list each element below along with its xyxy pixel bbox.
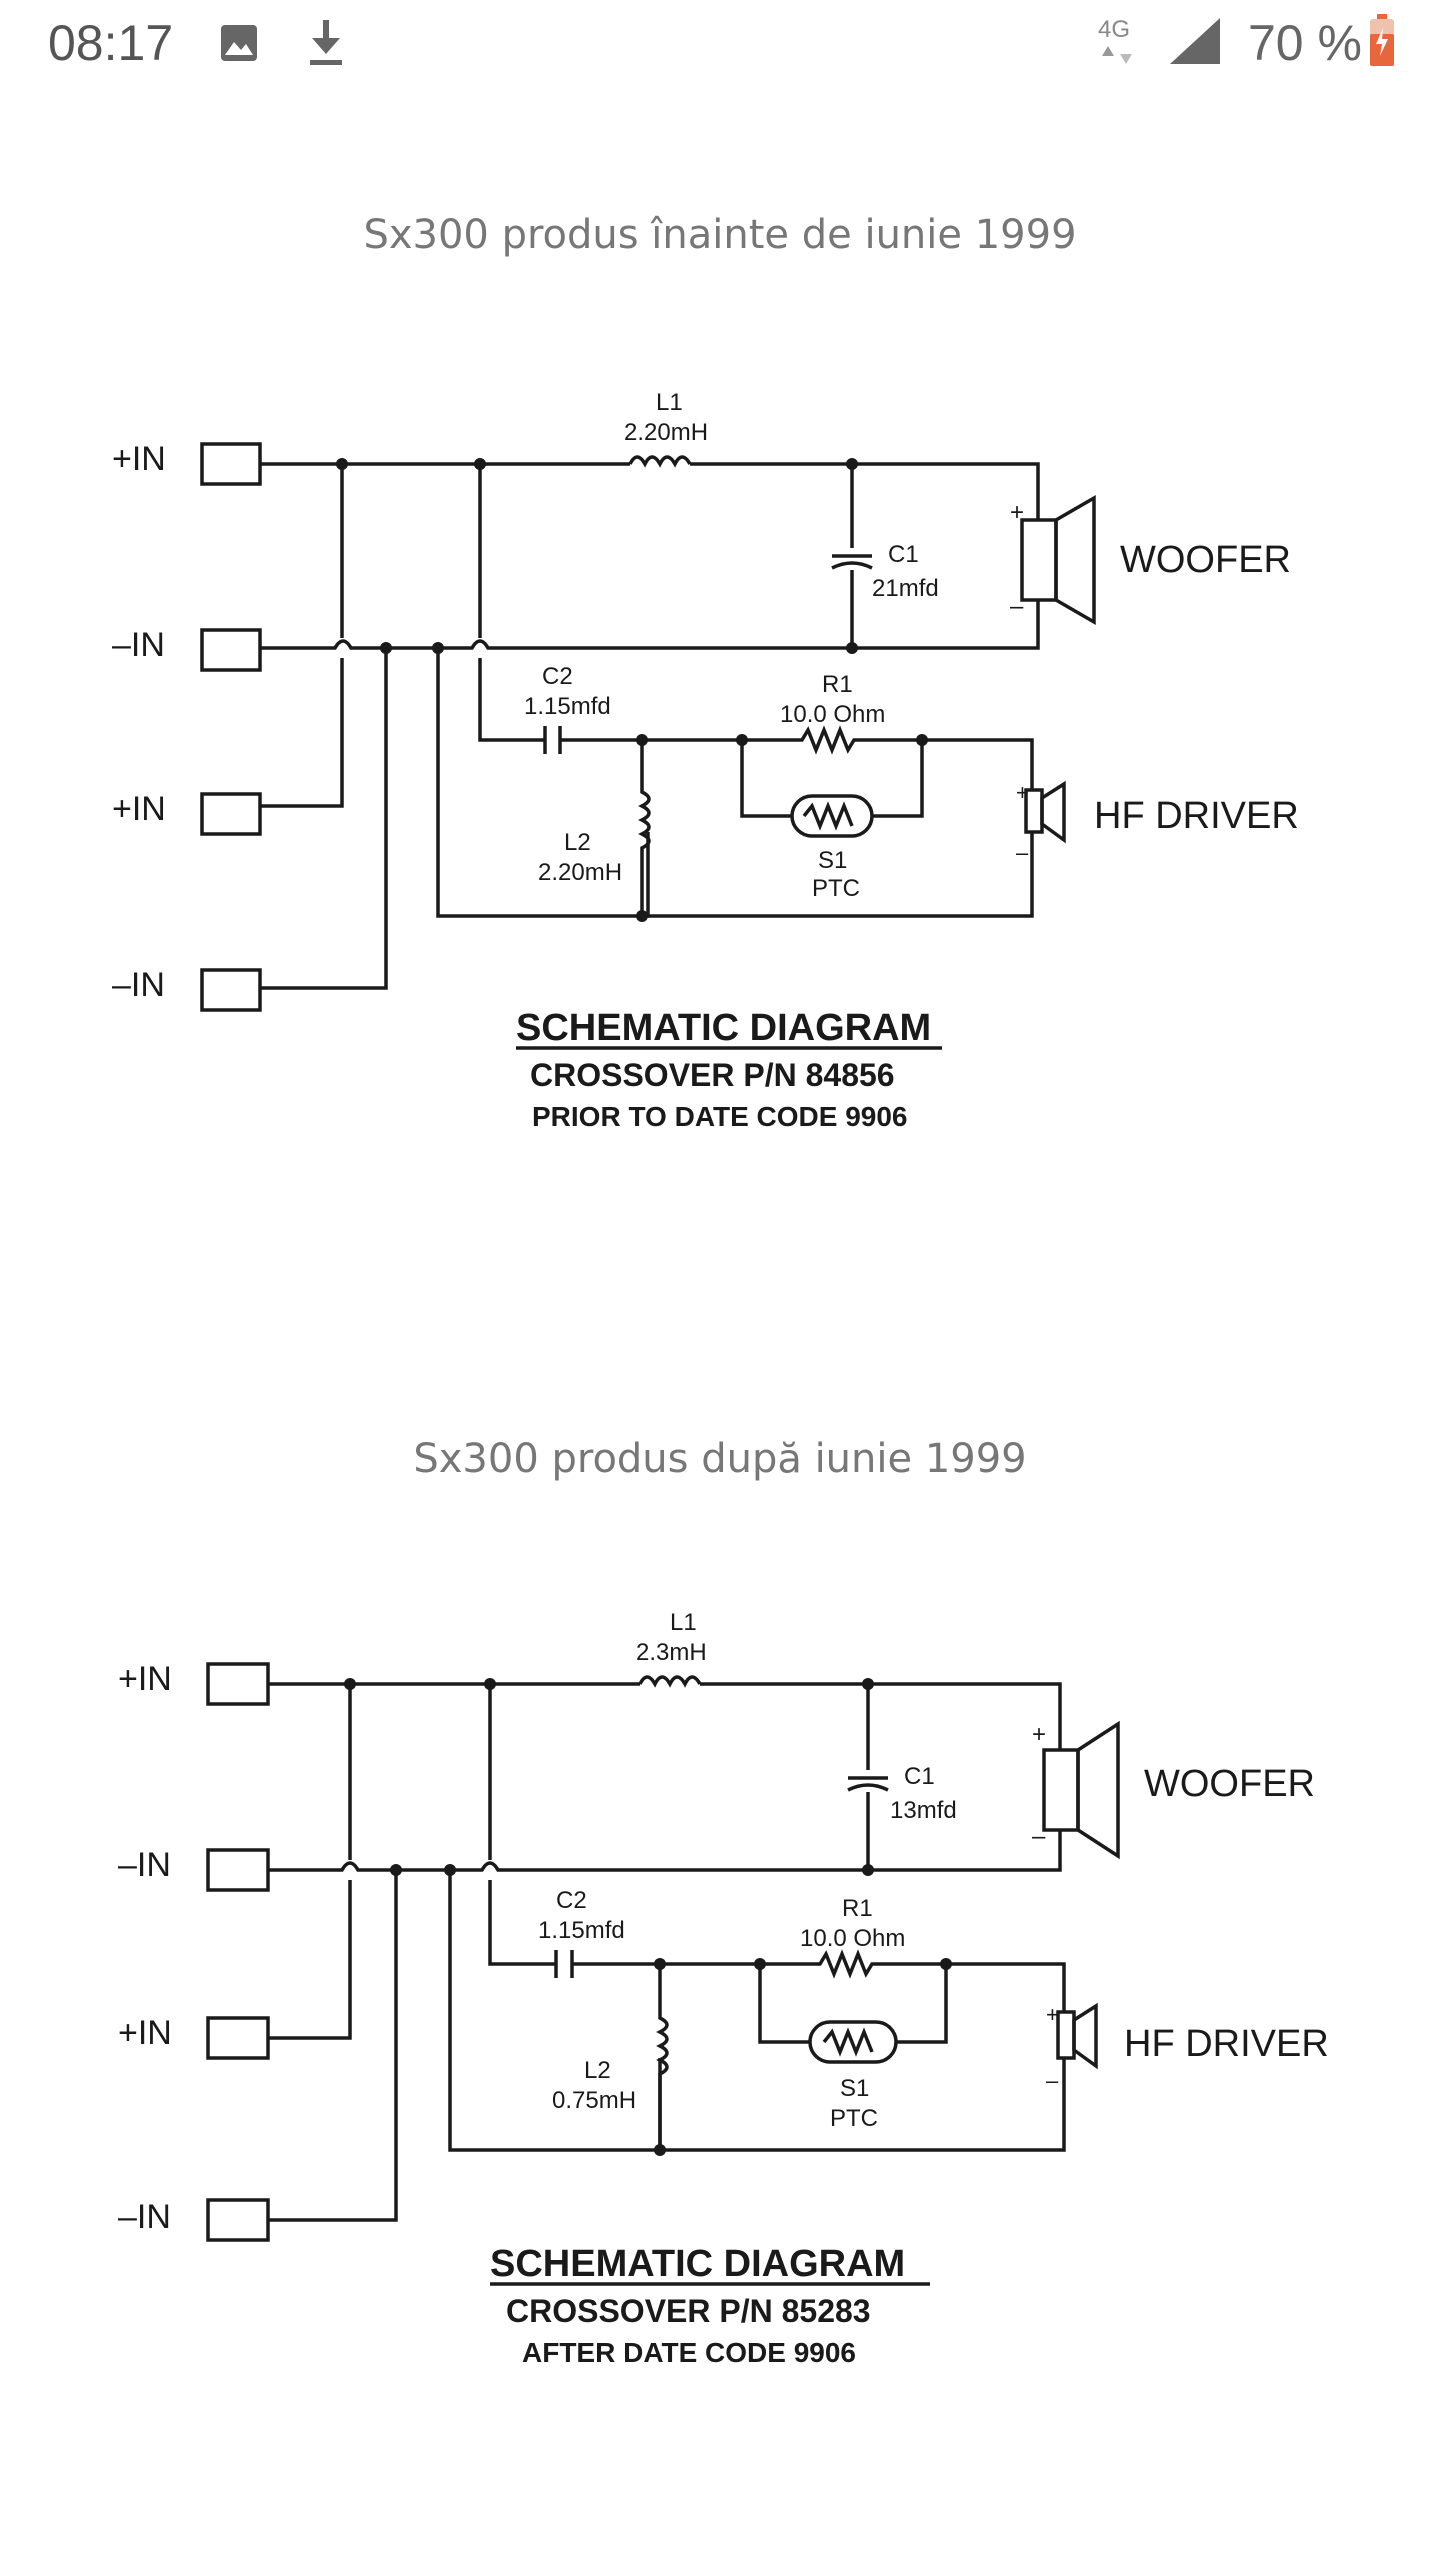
r1-name: R1 (822, 671, 853, 698)
inductor-l1 (638, 1675, 702, 1688)
s1-value: PTC (812, 875, 860, 902)
c2-name: C2 (556, 1887, 587, 1914)
caption-date-code: PRIOR TO DATE CODE 9906 (532, 1101, 908, 1132)
c1-value: 13mfd (890, 1797, 957, 1824)
image-icon (221, 25, 257, 61)
l2-name: L2 (584, 2057, 611, 2084)
network-4g-icon: 4G (1098, 16, 1138, 72)
minus-sign: – (1046, 2068, 1059, 2093)
battery-percent: 70 % (1248, 15, 1362, 71)
hf-driver-label: HF DRIVER (1124, 2023, 1329, 2065)
caption-title: SCHEMATIC DIAGRAM (516, 1007, 931, 1049)
hf-driver-speaker: + – HF DRIVER (648, 780, 1299, 918)
l2-value: 2.20mH (538, 859, 622, 886)
input-terminals: +IN –IN +IN –IN (118, 1660, 270, 2242)
woofer-speaker: + – WOOFER (1010, 494, 1291, 626)
r1-name: R1 (842, 1895, 873, 1922)
input-label: +IN (118, 2014, 172, 2052)
woofer-label: WOOFER (1144, 1763, 1315, 1805)
minus-sign: – (1010, 593, 1024, 620)
woofer-label: WOOFER (1120, 539, 1291, 581)
minus-sign: – (1016, 840, 1029, 865)
r1-value: 10.0 Ohm (800, 1925, 905, 1952)
battery-charging-icon (1370, 14, 1394, 66)
caption-title: SCHEMATIC DIAGRAM (490, 2243, 905, 2285)
input-label: –IN (118, 2198, 171, 2236)
c2-name: C2 (542, 663, 573, 690)
input-label: –IN (118, 1846, 171, 1884)
l1-value: 2.3mH (636, 1639, 707, 1666)
signal-icon (1170, 18, 1220, 64)
caption-part-number: CROSSOVER P/N 85283 (506, 2293, 871, 2329)
plus-sign: + (1032, 1721, 1046, 1748)
schematic-diagram-1: +IN –IN +IN –IN L1 2.20mH C1 21mfd + – W… (112, 389, 1299, 1132)
download-icon (310, 20, 342, 65)
plus-sign: + (1016, 780, 1029, 805)
hf-driver-label: HF DRIVER (1094, 795, 1299, 837)
l1-name: L1 (656, 389, 683, 416)
s1-value: PTC (830, 2105, 878, 2132)
network-label: 4G (1098, 16, 1131, 43)
hf-driver-speaker: + – HF DRIVER (660, 2002, 1329, 2152)
diagram-1-title: Sx300 produs înainte de iunie 1999 (363, 212, 1077, 258)
l2-name: L2 (564, 829, 591, 856)
caption-part-number: CROSSOVER P/N 84856 (530, 1057, 895, 1093)
input-label: +IN (112, 440, 166, 478)
input-terminals: +IN –IN +IN –IN (112, 440, 262, 1012)
l2-value: 0.75mH (552, 2087, 636, 2114)
r1-value: 10.0 Ohm (780, 701, 885, 728)
input-label: +IN (112, 790, 166, 828)
status-bar: 08:17 4G 70 % (0, 0, 1440, 88)
c1-value: 21mfd (872, 575, 939, 602)
diagram-2-title: Sx300 produs după iunie 1999 (413, 1436, 1027, 1482)
s1-name: S1 (840, 2075, 869, 2102)
s1-name: S1 (818, 847, 847, 874)
plus-sign: + (1046, 2002, 1059, 2027)
status-time: 08:17 (48, 15, 174, 71)
l1-value: 2.20mH (624, 419, 708, 446)
minus-sign: – (1032, 1823, 1046, 1850)
input-label: –IN (112, 966, 165, 1004)
c1-name: C1 (888, 541, 919, 568)
input-label: –IN (112, 626, 165, 664)
inductor-l1 (628, 455, 692, 468)
plus-sign: + (1010, 499, 1024, 526)
schematic-diagram-2: +IN –IN +IN –IN L1 2.3mH C1 13mfd + – WO… (118, 1609, 1329, 2368)
c2-value: 1.15mfd (538, 1917, 625, 1944)
woofer-speaker: + – WOOFER (1032, 1720, 1315, 1860)
c1-name: C1 (904, 1763, 935, 1790)
input-label: +IN (118, 1660, 172, 1698)
c2-value: 1.15mfd (524, 693, 611, 720)
caption-date-code: AFTER DATE CODE 9906 (522, 2337, 856, 2368)
l1-name: L1 (670, 1609, 697, 1636)
